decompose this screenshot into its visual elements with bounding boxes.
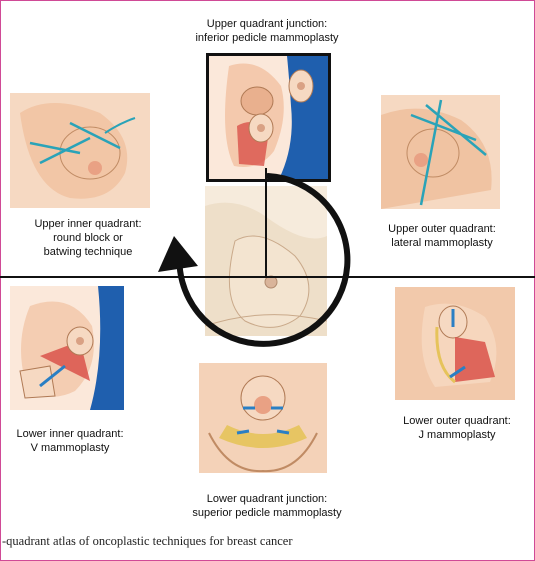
illustration-inferior-pedicle xyxy=(206,53,331,182)
illustration-v-mammoplasty xyxy=(10,286,124,410)
label-lower-quadrant-junction: Lower quadrant junction: superior pedicl… xyxy=(192,493,342,519)
label-lower-inner-quadrant: Lower inner quadrant: V mammoplasty xyxy=(16,428,124,454)
label-lower-outer-quadrant: Lower outer quadrant: J mammoplasty xyxy=(403,415,511,441)
label-upper-quadrant-junction: Upper quadrant junction: inferior pedicl… xyxy=(195,18,339,44)
illustration-j-mammoplasty xyxy=(395,287,515,400)
illustration-round-block xyxy=(10,93,150,208)
label-upper-outer-quadrant: Upper outer quadrant: lateral mammoplast… xyxy=(388,223,496,249)
label-upper-inner-quadrant: Upper inner quadrant: round block or bat… xyxy=(34,218,142,258)
illustration-central-breast xyxy=(205,186,327,336)
figure-caption: -quadrant atlas of oncoplastic technique… xyxy=(2,534,293,548)
illustration-lateral-mammoplasty xyxy=(381,95,500,209)
illustration-superior-pedicle xyxy=(199,363,327,473)
